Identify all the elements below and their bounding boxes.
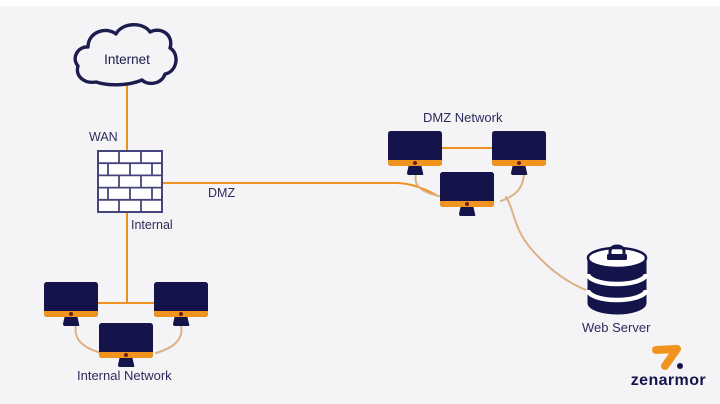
web-server-label: Web Server [582,320,651,335]
computer-icon-internal-3 [99,323,153,367]
cloud-icon [73,23,178,87]
zenarmor-glyph-icon [652,345,684,370]
link-internal-left-bottom [74,324,102,354]
internet-cloud: Internet [72,18,182,92]
link-dmz-right-bottom [500,173,525,202]
computer-icon-dmz-3 [440,172,494,216]
page-background-strip [0,0,720,6]
link-internal-right-bottom [155,324,183,354]
dmz-network-label: DMZ Network [423,110,503,125]
link-dmz-webserver [505,196,587,291]
web-server-icon [584,243,650,324]
brand-logo: zenarmor [631,343,706,390]
internet-label: Internet [104,52,150,67]
link-firewall-dmz [162,182,439,197]
brand-name: zenarmor [630,372,706,389]
internal-label: Internal [131,218,173,232]
computer-icon-internal-2 [154,282,208,326]
computer-icon-internal-1 [44,282,98,326]
computer-icon-dmz-1 [388,131,442,175]
dmz-label: DMZ [208,186,236,200]
computer-icon-dmz-2 [492,131,546,175]
firewall-icon [97,150,163,218]
wan-label: WAN [89,130,118,144]
internal-network-label: Internal Network [77,368,172,383]
link-dmz-left-bottom [414,173,444,198]
